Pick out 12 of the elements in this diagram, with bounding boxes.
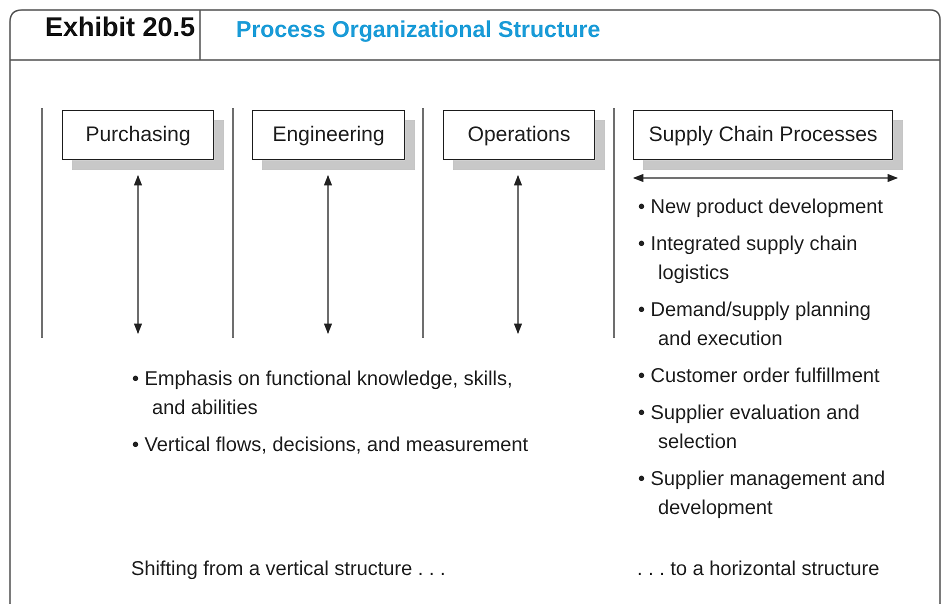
bullet-item: • Supplier management and development — [638, 467, 886, 521]
bullet-item: • Demand/supply planning and execution — [638, 298, 872, 352]
bullet-item: • Integrated supply chain logistics — [638, 232, 858, 286]
caption-text: Shifting from a vertical structure . . . — [131, 558, 446, 581]
bullet-item: • Customer order fulfillment — [638, 364, 881, 389]
caption-text: . . . to a horizontal structure — [637, 558, 880, 581]
exhibit-number: Exhibit 20.5 — [45, 12, 196, 43]
bullet-item: • Supplier evaluation and selection — [638, 401, 861, 455]
bullet-item: • New product development — [638, 195, 884, 220]
bullet-item: • Emphasis on functional knowledge, skills, and abilities — [132, 367, 514, 421]
bullet-item: • Vertical flows, decisions, and measurement — [132, 433, 530, 458]
diagram-title: Process Organizational Structure — [236, 16, 600, 43]
